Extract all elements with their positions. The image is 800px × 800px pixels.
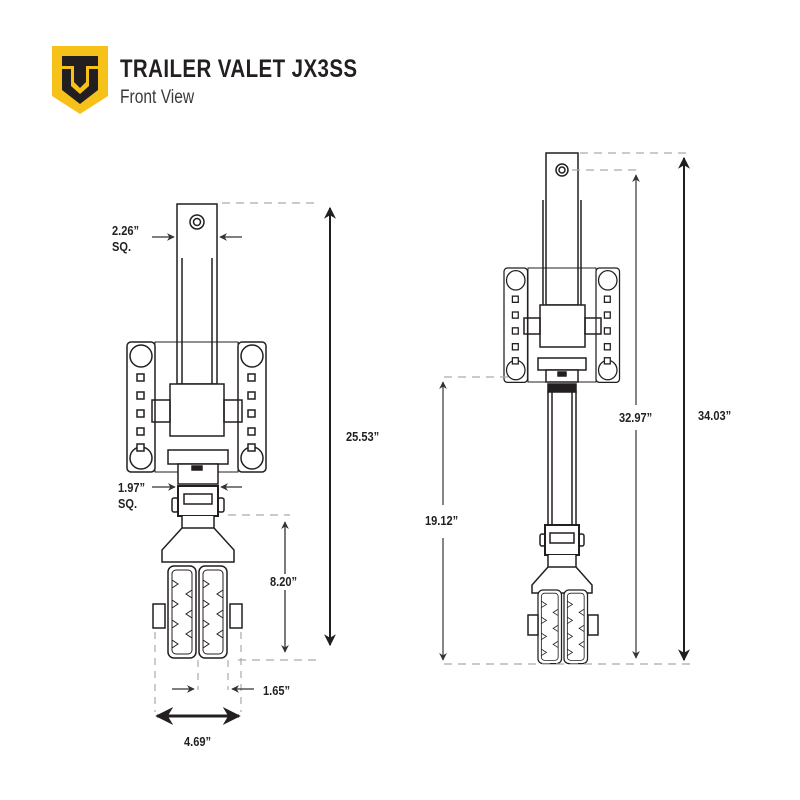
- tube-width-unit: SQ.: [112, 239, 132, 254]
- overall-height-extended-label: 34.03”: [698, 408, 732, 424]
- lower-tube-label: 1.97” SQ.: [118, 480, 146, 512]
- tube-width-value: 2.26”: [112, 223, 140, 238]
- page-title: TRAILER VALET JX3SS: [120, 55, 358, 83]
- ground-to-mount-label: 19.12”: [425, 513, 459, 529]
- lower-tube-unit: SQ.: [118, 496, 138, 511]
- overall-height-retracted-label: 25.53”: [346, 429, 380, 445]
- page-subtitle: Front View: [120, 87, 195, 108]
- caster-width-label: 4.69”: [184, 734, 212, 750]
- lower-tube-value: 1.97”: [118, 480, 146, 495]
- trailer-valet-shield-icon: [52, 46, 108, 114]
- tube-width-label: 2.26” SQ.: [112, 223, 140, 255]
- retracted-jack: [126, 203, 267, 659]
- extended-dimension-lines: [439, 152, 690, 665]
- extended-jack: [503, 152, 621, 665]
- wheel-width-label: 1.65”: [263, 683, 291, 699]
- pin-height-label: 32.97”: [619, 410, 653, 426]
- wheel-height-label: 8.20”: [270, 574, 298, 590]
- logo: [52, 46, 108, 121]
